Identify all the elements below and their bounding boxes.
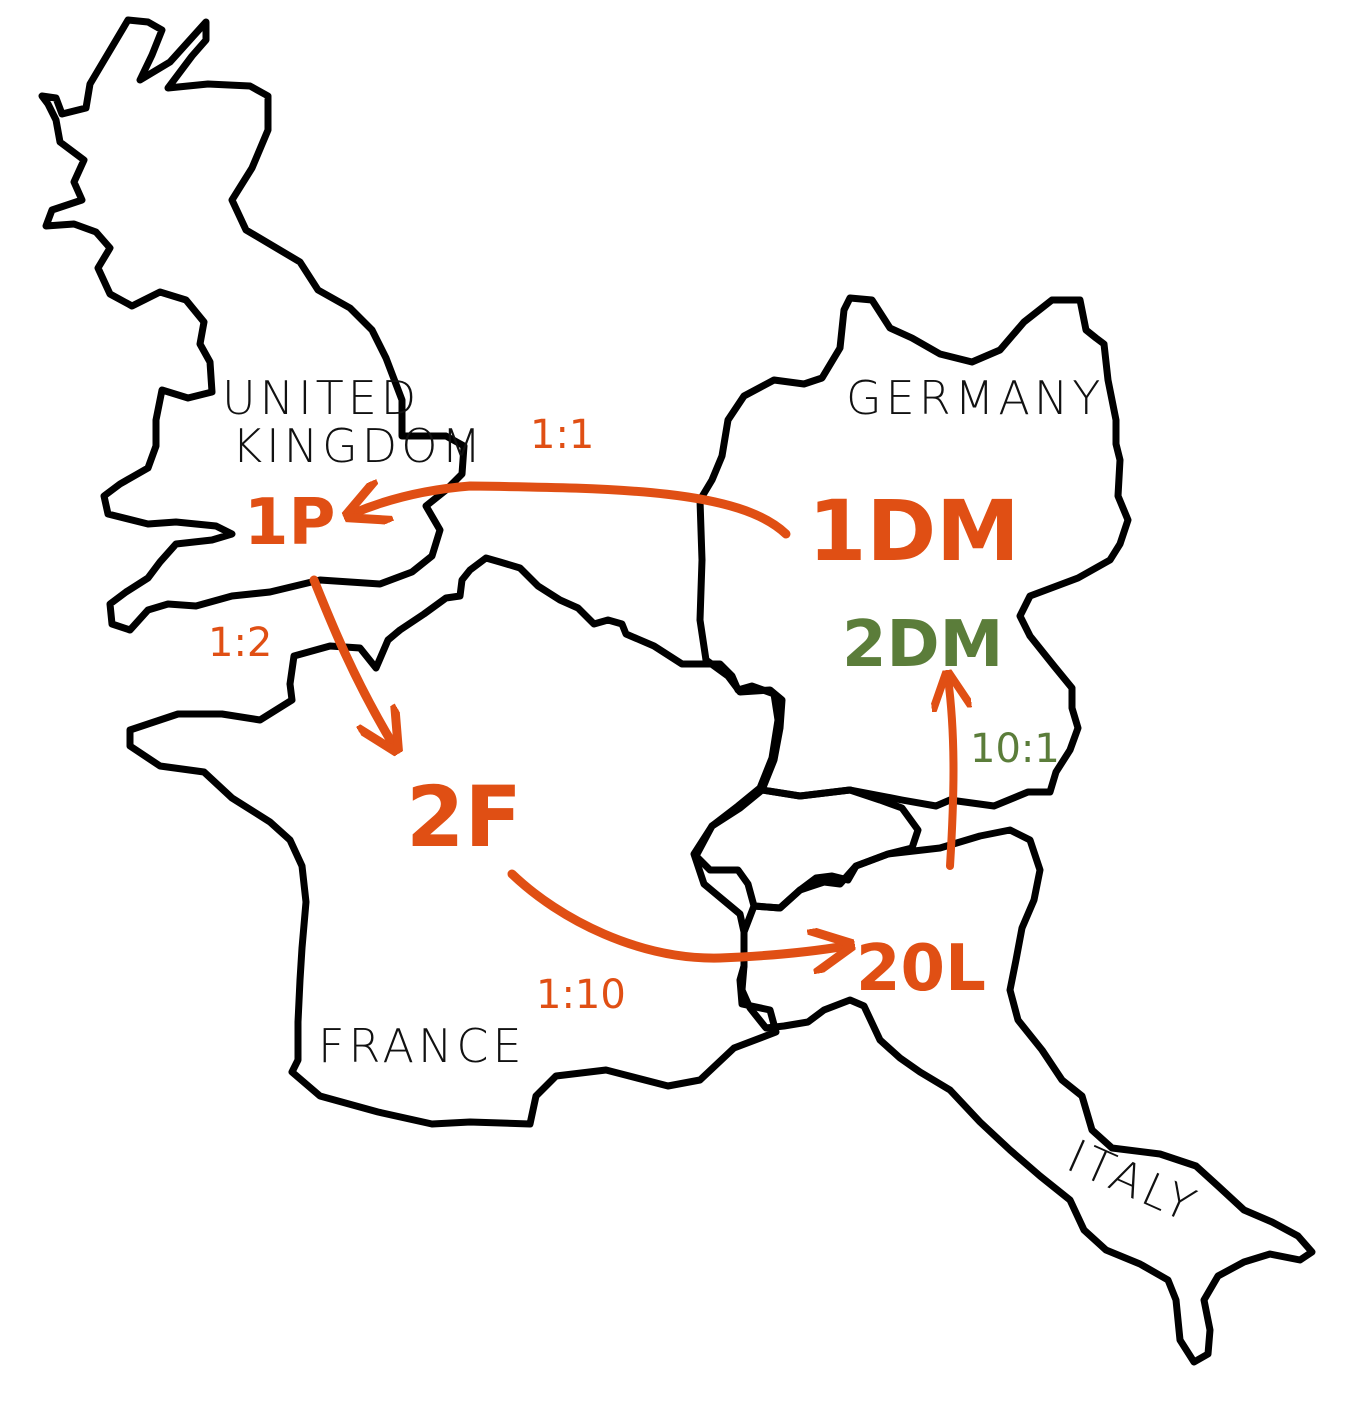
uk-label-line1: UNITED [222,371,420,425]
germany-border [696,294,1132,810]
uk-label-line2: KINGDOM [232,419,485,473]
italy-currency: 20L [856,932,986,1006]
rate-fr-it: 1:10 [536,972,626,1018]
france-currency: 2F [406,768,522,866]
arrow-uk-to-france [309,575,394,746]
italy-border [738,826,1316,1366]
rate-uk-fr: 1:2 [208,620,272,666]
switzerland-border [692,786,922,912]
uk-border [38,16,468,634]
arrow-italy-to-germany [948,678,954,870]
germany-currency-2: 2DM [842,608,1003,682]
germany-label: GERMANY [846,371,1104,425]
rate-it-de: 10:1 [970,726,1060,772]
germany-currency-1: 1DM [808,482,1020,580]
arrow-france-to-italy [507,869,846,958]
france-label: FRANCE [318,1019,526,1073]
rate-de-uk: 1:1 [530,412,594,458]
france-border [126,554,782,1128]
uk-currency: 1P [244,486,335,560]
arrow-germany-to-uk [352,486,791,539]
